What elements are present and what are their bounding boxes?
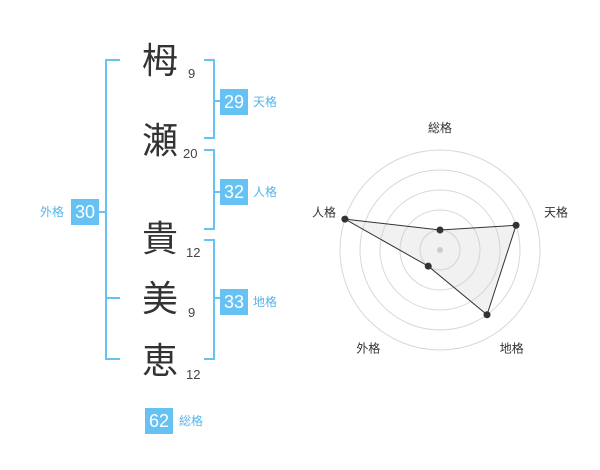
jinkaku-label: 人格 [253, 185, 278, 199]
stroke-count-3: 12 [186, 245, 201, 260]
radar-axis-label-3: 地格 [500, 341, 524, 356]
radar-point-4 [424, 262, 432, 270]
radar-ring-4 [359, 169, 521, 331]
radar-axis-label-4: 外格 [356, 341, 380, 356]
radar-point-3 [483, 311, 491, 319]
tenkaku-label: 天格 [253, 95, 278, 109]
chikaku-value-badge: 33 [220, 289, 248, 315]
radar-axis-label-1: 総格 [428, 120, 452, 135]
radar-point-1 [436, 226, 444, 234]
soukaku-value-badge: 62 [145, 408, 173, 434]
stroke-count-2: 20 [183, 146, 198, 161]
radar-axis-label-2: 天格 [544, 204, 568, 219]
radar-point-5 [341, 215, 349, 223]
name-char-1: 栂 [142, 41, 179, 82]
gaikaku-value-badge: 30 [71, 199, 99, 225]
chikaku-label: 地格 [253, 295, 278, 309]
radar-axis-label-5: 人格 [312, 204, 336, 219]
radar-center-dot [437, 247, 443, 253]
radar-point-2 [512, 221, 520, 229]
soukaku-label: 総格 [179, 414, 204, 428]
stroke-count-1: 9 [188, 66, 196, 81]
name-char-4: 美 [142, 279, 179, 320]
jinkaku-value-badge: 32 [220, 179, 248, 205]
name-char-5: 恵 [142, 341, 179, 382]
stroke-count-4: 9 [188, 305, 196, 320]
stroke-count-5: 12 [186, 367, 201, 382]
name-char-3: 貴 [142, 219, 179, 260]
gaikaku-label: 外格 [40, 205, 65, 219]
name-char-2: 瀬 [142, 121, 179, 162]
radar-ring-3 [379, 189, 501, 311]
tenkaku-value-badge: 29 [220, 89, 248, 115]
